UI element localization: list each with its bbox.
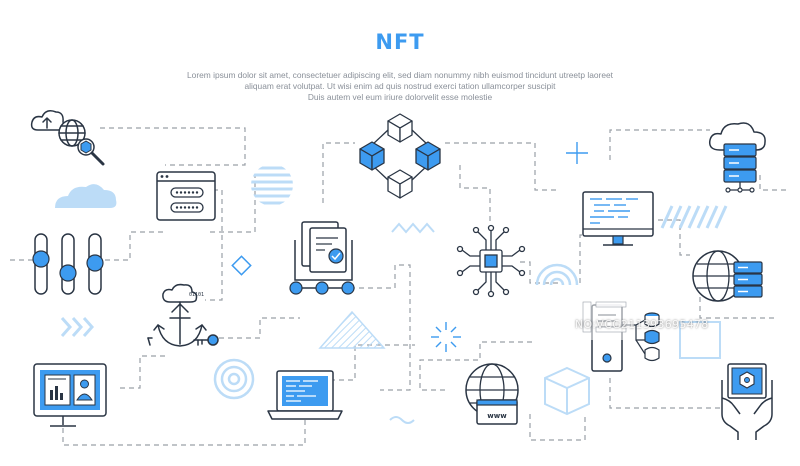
- hands-holding-nft-icon: [721, 363, 773, 440]
- diagonal-stripes-decoration: [660, 205, 728, 229]
- decorations: [55, 142, 728, 424]
- triangle-decoration: [318, 310, 386, 349]
- microchip-circuit-icon: [456, 224, 526, 298]
- browser-www-label: www: [487, 412, 507, 420]
- striped-circle-decoration: [251, 166, 293, 205]
- monitor-code-icon: [582, 191, 654, 246]
- description-line-1: Lorem ipsum dolor sit amet, consectetuer…: [187, 70, 613, 80]
- squiggle-decoration: [389, 416, 415, 424]
- description-line-3: Duis autem vel eum iriure dolorvelit ess…: [307, 92, 493, 102]
- diamond-decoration: [231, 255, 252, 276]
- anchor-cloud-key-icon: 01101: [147, 283, 219, 347]
- computer-profile-icon: [33, 363, 107, 427]
- cube-decoration: [544, 366, 590, 416]
- concentric-circles-decoration: [213, 358, 255, 400]
- document-checklist-icon: [289, 221, 355, 295]
- cloud-decoration: [55, 184, 117, 208]
- laptop-code-icon: [267, 370, 343, 420]
- blockchain-cubes-icon: [359, 113, 441, 199]
- watermark-logo: [578, 296, 634, 340]
- chevrons-decoration: [60, 317, 95, 337]
- password-login-window-icon: [156, 171, 216, 221]
- square-decoration: [679, 321, 721, 359]
- half-circle-decoration: [535, 263, 579, 286]
- equalizer-sliders-icon: [32, 233, 104, 295]
- globe-server-icon: [692, 250, 763, 302]
- zigzag-decoration: [391, 222, 435, 234]
- description-line-2: aliquam erat volutpat. Ut wisi enim ad q…: [244, 81, 556, 91]
- starburst-decoration: [431, 322, 461, 352]
- description: Lorem ipsum dolor sit amet, consectetuer…: [100, 70, 700, 103]
- cloud-server-icon: [708, 122, 766, 193]
- globe-browser-www-icon: www: [465, 363, 519, 425]
- watermark-text: NO:VCG211393695478: [575, 318, 709, 331]
- page-title: NFT: [375, 30, 425, 54]
- plus-decoration: [566, 142, 588, 164]
- key-bits-label: 01101: [189, 292, 204, 298]
- cloud-upload-globe-search-icon: [30, 110, 105, 166]
